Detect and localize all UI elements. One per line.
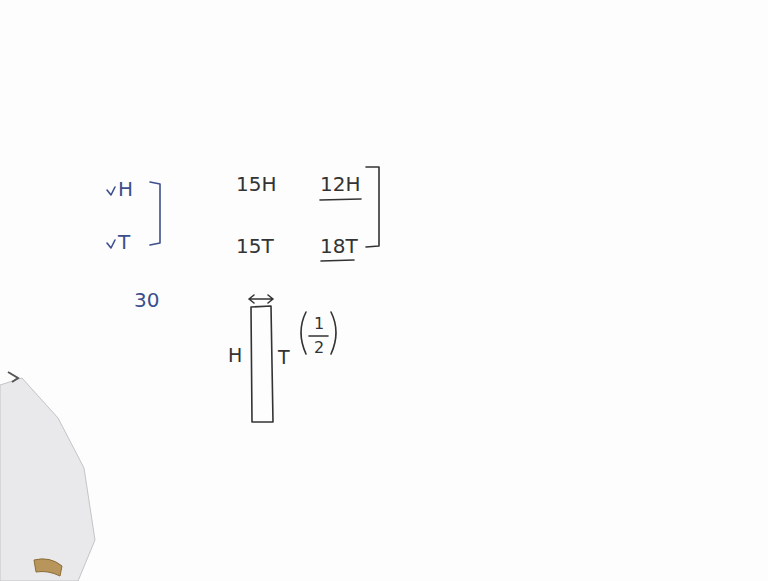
side-label: T [278,348,290,367]
check-mark [107,187,115,195]
fraction-denominator: 2 [314,340,324,356]
marker-tip [8,372,18,382]
check-mark [107,240,115,248]
parenthesis [331,312,336,354]
tails-label: T [118,232,130,252]
heads-label: H [118,179,133,199]
parenthesis [301,312,306,354]
underline [320,199,361,200]
count-label: 12H [320,174,361,194]
fraction-numerator: 1 [314,316,324,332]
count-label: 15H [236,174,277,194]
side-label: H [228,346,242,365]
fraction-bar [309,335,328,337]
bracket [150,182,160,245]
bracelet [34,559,62,576]
coin-edge-rectangle [251,306,273,422]
count-label: 18T [320,236,358,256]
presenter-arm [0,378,95,581]
underline [321,260,354,261]
double-arrow [249,295,273,303]
bracket [366,167,379,247]
count-label: 15T [236,236,274,256]
total-label: 30 [134,290,159,310]
